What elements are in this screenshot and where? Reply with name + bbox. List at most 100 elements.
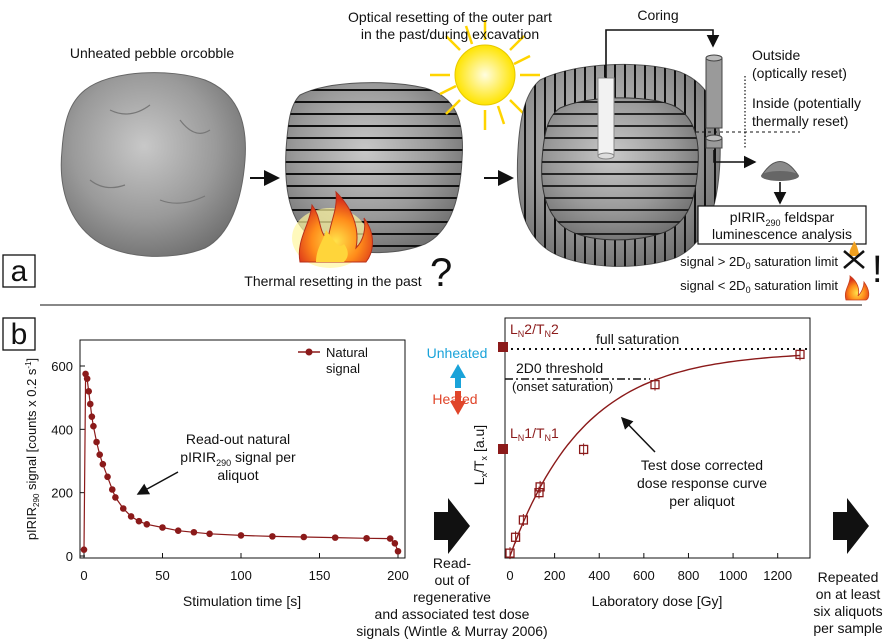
drc-x-tick-label: 1000 [719, 568, 748, 583]
drc-x-tick-label: 400 [588, 568, 610, 583]
readout-note-line2: out of [434, 572, 469, 588]
big-arrow-2 [833, 498, 869, 554]
legend-marker [305, 348, 313, 356]
decay-annotation-arrow [136, 471, 179, 495]
panel-a-label-box [2, 254, 36, 288]
decay-point [96, 451, 103, 458]
decay-point [159, 524, 166, 531]
decay-x-tick-label: 100 [230, 568, 252, 583]
panel-a: a Unheated pebble orcobble Thermal reset… [2, 7, 883, 306]
decay-point [143, 521, 151, 528]
coring-arrow [605, 29, 720, 78]
decay-x-tick-label: 150 [309, 568, 331, 583]
optical-title-line1: Optical resetting of the outer part [348, 9, 552, 25]
drc-point [795, 349, 805, 360]
decay-point [391, 540, 399, 547]
ln2-label: LN2/TN2 [510, 321, 559, 339]
decay-point [93, 438, 100, 446]
thermal-resetting-label: Thermal resetting in the past [244, 273, 422, 289]
repeat-note-line4: per sample [813, 620, 882, 636]
readout-note-line5: signals (Wintle & Murray 2006) [356, 623, 547, 639]
signal-greater-label: signal > 2D0 saturation limit [680, 254, 838, 271]
decay-annotation-line2: pIRIR290 signal per [180, 449, 296, 468]
drc-plot-frame [504, 317, 811, 559]
drc-annotation-line1: Test dose corrected [641, 457, 763, 473]
decay-annotation-line3: aliquot [217, 467, 258, 483]
drc-annotation-line2: dose response curve [637, 475, 767, 491]
drc-annotation-arrow [620, 416, 656, 453]
drc-annotation-line3: per aliquot [669, 493, 734, 509]
analysis-box [697, 205, 867, 245]
up-arrow-icon [450, 364, 466, 388]
analysis-label-line2: luminescence analysis [712, 226, 852, 242]
outside-label-line2: (optically reset) [752, 65, 847, 81]
decay-point [104, 473, 111, 481]
panel-a-label: a [11, 255, 28, 288]
natural-point-ln1 [498, 444, 508, 454]
small-fire-icon [844, 275, 870, 301]
readout-note-line4: and associated test dose [375, 606, 530, 622]
coring-label: Coring [637, 7, 678, 23]
decay-point [206, 530, 213, 538]
decay-point [108, 486, 116, 493]
powder-pile-icon [761, 161, 799, 181]
decay-point [119, 505, 127, 512]
core-to-powder-arrow [713, 150, 757, 169]
threshold-label-line2: (onset saturation) [512, 379, 613, 394]
decay-x-axis-label: Stimulation time [s] [183, 593, 301, 609]
decay-point [331, 534, 339, 541]
repeat-note-line2: on at least [816, 586, 881, 602]
decay-series-natural [80, 370, 402, 555]
decay-y-tick-label: 600 [51, 359, 73, 374]
panel-b-label: b [11, 318, 28, 351]
analysis-label-line1: pIRIR290 feldspar [730, 209, 835, 228]
decay-point [190, 528, 198, 536]
drc-point [578, 444, 589, 455]
decay-point [127, 513, 135, 520]
drc-point [510, 532, 521, 542]
outside-label-line1: Outside [752, 47, 800, 63]
drc-x-tick-label: 800 [678, 568, 700, 583]
decay-point [112, 494, 119, 501]
drc-x-tick-label: 600 [633, 568, 655, 583]
decay-point [80, 546, 88, 553]
decay-point [269, 533, 276, 540]
legend-label-line1: Natural [326, 345, 368, 360]
fire-icon [292, 190, 373, 268]
decay-x-tick-label: 0 [80, 568, 87, 583]
decay-point [135, 517, 143, 525]
unheated-title: Unheated pebble orcobble [70, 45, 234, 61]
inside-label-line2: thermally reset) [752, 113, 848, 129]
repeat-note-line3: six aliquots [813, 603, 882, 619]
legend-label-line2: signal [326, 361, 360, 376]
decay-point [300, 533, 308, 541]
optical-title-line2: in the past/during excavation [361, 26, 539, 42]
decay-point [90, 422, 97, 430]
readout-note-line1: Read- [433, 555, 471, 571]
decay-point [85, 388, 93, 395]
threshold-label-line1: 2D0 threshold [516, 360, 603, 376]
drc-point [535, 482, 545, 492]
decay-annotation-line1: Read-out natural [186, 431, 290, 447]
drc-point [505, 548, 515, 558]
decay-point [237, 532, 245, 539]
signal-less-label: signal < 2D0 saturation limit [680, 278, 838, 295]
no-fire-icon [843, 241, 865, 269]
drc-x-tick-label: 200 [544, 568, 566, 583]
decay-point [386, 535, 394, 542]
question-mark: ? [430, 251, 452, 295]
drc-y-axis-label: Lx/Tx [a.u] [471, 425, 489, 485]
core-hole [597, 77, 615, 157]
drc-point [518, 515, 529, 525]
decay-point [86, 400, 94, 408]
drc-x-axis-label: Laboratory dose [Gy] [592, 593, 723, 609]
decay-point [88, 413, 96, 420]
decay-x-tick-label: 200 [387, 568, 409, 583]
repeat-note-line1: Repeated [818, 569, 879, 585]
decay-y-axis-label: pIRIR290 signal [counts x 0.2 s-1] [24, 358, 41, 540]
